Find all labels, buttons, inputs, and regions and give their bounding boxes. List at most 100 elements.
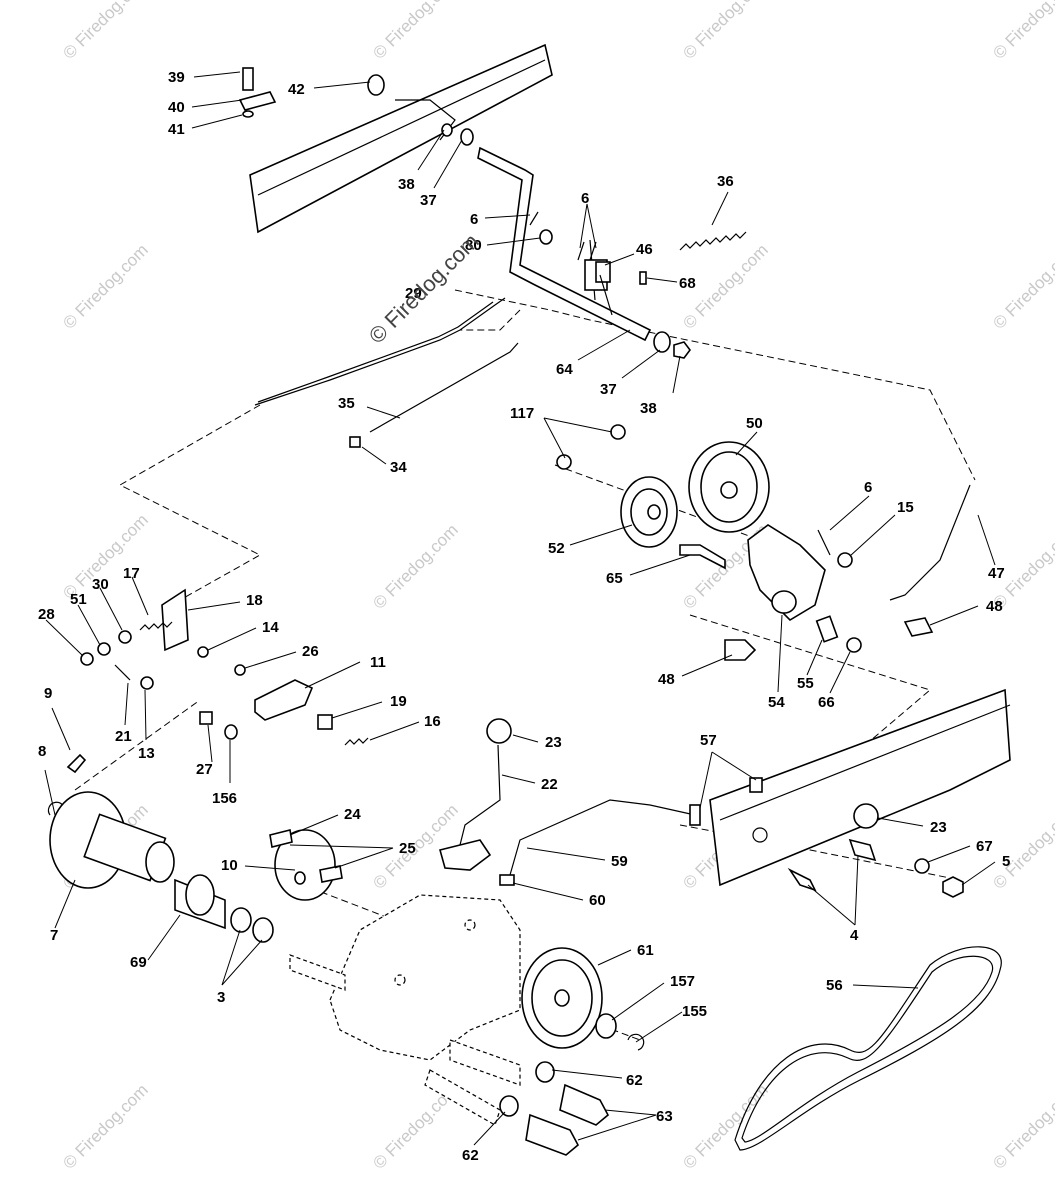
leader-lines	[44, 71, 996, 1146]
output-pulley	[499, 947, 645, 1156]
callout-42: 42	[288, 81, 305, 98]
callout-41: 41	[168, 121, 185, 138]
callout-23: 23	[930, 819, 947, 836]
callout-37: 37	[600, 381, 617, 398]
callout-30: 30	[92, 576, 109, 593]
callout-35: 35	[338, 395, 355, 412]
callout-21: 21	[115, 728, 132, 745]
idler-pulleys	[556, 424, 770, 570]
callout-117: 117	[510, 405, 534, 422]
rod-29	[254, 297, 506, 406]
callout-60: 60	[589, 892, 606, 909]
brake-linkage	[80, 588, 369, 746]
spring-36	[679, 231, 747, 251]
transaxle	[289, 894, 521, 1126]
watermark-tile: © Firedog.com	[989, 0, 1055, 63]
callout-22: 22	[541, 776, 558, 793]
callout-65: 65	[606, 570, 623, 587]
shift-rod-assembly	[477, 146, 652, 342]
callout-157: 157	[670, 973, 695, 990]
callout-4: 4	[850, 927, 859, 944]
callout-25: 25	[399, 840, 416, 857]
callout-18: 18	[246, 592, 263, 609]
callout-27: 27	[196, 761, 213, 778]
callout-59: 59	[611, 853, 628, 870]
watermark-tile: © Firedog.com	[59, 1080, 151, 1172]
callout-40: 40	[168, 99, 185, 116]
callout-38: 38	[398, 176, 415, 193]
callout-68: 68	[679, 275, 696, 292]
watermark-tile: © Firedog.com	[989, 800, 1055, 892]
callout-5: 5	[1002, 853, 1010, 870]
callout-19: 19	[390, 693, 407, 710]
callout-6: 6	[470, 211, 478, 228]
callout-labels: 39 42 40 41 38 37 36 6 6 80 46 68 29 64 …	[38, 69, 1010, 1164]
watermark-tile: © Firedog.com	[989, 240, 1055, 332]
callout-29: 29	[405, 285, 422, 302]
callout-52: 52	[548, 540, 565, 557]
callout-9: 9	[44, 685, 52, 702]
callout-63: 63	[656, 1108, 673, 1125]
callout-37: 37	[420, 192, 437, 209]
callout-54: 54	[768, 694, 785, 711]
callout-47: 47	[988, 565, 1005, 582]
callout-56: 56	[826, 977, 843, 994]
callout-39: 39	[168, 69, 185, 86]
callout-55: 55	[797, 675, 814, 692]
assembly-lines	[74, 289, 976, 1041]
callout-11: 11	[370, 654, 386, 671]
callout-8: 8	[38, 743, 46, 760]
rod-35	[349, 342, 519, 448]
callout-80: 80	[465, 237, 482, 254]
hardware-center-top	[529, 211, 691, 359]
lower-frame-rail	[709, 688, 1011, 887]
callout-23: 23	[545, 734, 562, 751]
watermark-center: © Firedog.com	[364, 229, 484, 349]
callout-156: 156	[212, 790, 237, 807]
callout-62: 62	[626, 1072, 643, 1089]
callout-34: 34	[390, 459, 407, 476]
callout-69: 69	[130, 954, 147, 971]
callout-24: 24	[344, 806, 361, 823]
callout-46: 46	[636, 241, 653, 258]
callout-50: 50	[746, 415, 763, 432]
callout-16: 16	[424, 713, 441, 730]
brake-disc	[269, 829, 343, 901]
watermark-tile: © Firedog.com	[989, 1080, 1055, 1172]
callout-51: 51	[70, 591, 87, 608]
callout-13: 13	[138, 745, 155, 762]
callout-28: 28	[38, 606, 55, 623]
callout-38: 38	[640, 400, 657, 417]
callout-62: 62	[462, 1147, 479, 1164]
shift-lever	[439, 718, 879, 871]
drive-belt	[734, 946, 1002, 1151]
callout-64: 64	[556, 361, 573, 378]
callout-3: 3	[217, 989, 225, 1006]
watermark-tile: © Firedog.com	[59, 0, 151, 63]
callout-67: 67	[976, 838, 993, 855]
callout-57: 57	[700, 732, 717, 749]
callout-6: 6	[864, 479, 872, 496]
upper-frame-rail	[249, 43, 553, 234]
watermark-tile: © Firedog.com	[59, 240, 151, 332]
idler-bracket	[724, 484, 971, 661]
callout-66: 66	[818, 694, 835, 711]
callout-26: 26	[302, 643, 319, 660]
hardware-top-left	[238, 67, 474, 146]
callout-14: 14	[262, 619, 279, 636]
rod-59	[499, 777, 964, 898]
callout-48: 48	[986, 598, 1003, 615]
callout-155: 155	[682, 1003, 707, 1020]
callout-15: 15	[897, 499, 914, 516]
callout-17: 17	[123, 565, 140, 582]
watermark-tile: © Firedog.com	[679, 1080, 771, 1172]
watermark-tile: © Firedog.com	[369, 0, 461, 63]
callout-61: 61	[637, 942, 654, 959]
watermark-tile: © Firedog.com	[679, 0, 771, 63]
callout-10: 10	[221, 857, 238, 874]
callout-48: 48	[658, 671, 675, 688]
callout-36: 36	[717, 173, 734, 190]
callout-7: 7	[50, 927, 58, 944]
callout-6: 6	[581, 190, 589, 207]
